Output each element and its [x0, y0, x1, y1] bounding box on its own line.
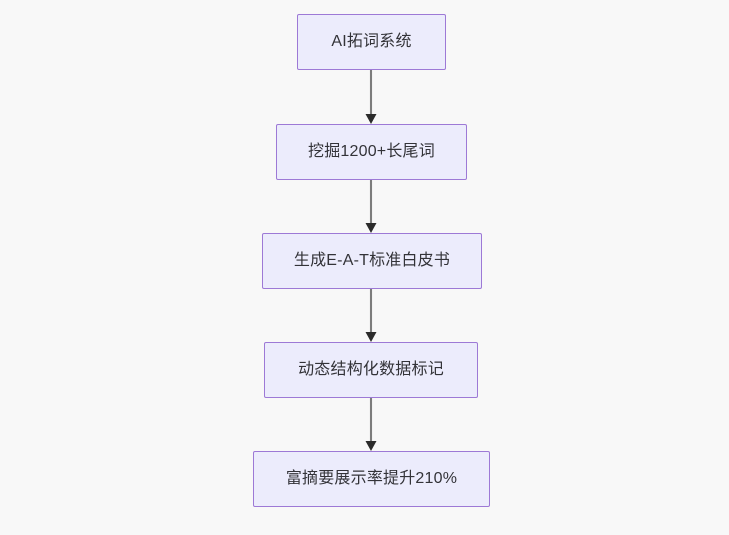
- flow-node-dynamic-structured-data-markup[interactable]: 动态结构化数据标记: [264, 342, 478, 398]
- flow-edge-node1-to-node2: [365, 70, 377, 124]
- flow-node-ai-keyword-expansion-system[interactable]: AI拓词系统: [297, 14, 446, 70]
- flow-edge-node4-to-node5: [365, 398, 377, 451]
- arrowhead-icon: [365, 114, 377, 124]
- flow-node-label: 动态结构化数据标记: [298, 361, 444, 379]
- arrowhead-icon: [365, 441, 377, 451]
- flow-node-generate-eat-whitepaper[interactable]: 生成E-A-T标准白皮书: [262, 233, 482, 289]
- flow-node-label: 挖掘1200+长尾词: [308, 143, 435, 161]
- arrowhead-icon: [365, 332, 377, 342]
- arrowhead-icon: [365, 223, 377, 233]
- flow-edge-node2-to-node3: [365, 180, 377, 233]
- flow-node-label: AI拓词系统: [331, 33, 412, 51]
- flow-node-label: 富摘要展示率提升210%: [285, 470, 458, 488]
- flow-edge-node3-to-node4: [365, 289, 377, 342]
- flow-node-mine-longtail-keywords[interactable]: 挖掘1200+长尾词: [276, 124, 467, 180]
- flow-node-label: 生成E-A-T标准白皮书: [293, 252, 451, 270]
- flow-node-rich-snippet-impression-lift[interactable]: 富摘要展示率提升210%: [253, 451, 490, 507]
